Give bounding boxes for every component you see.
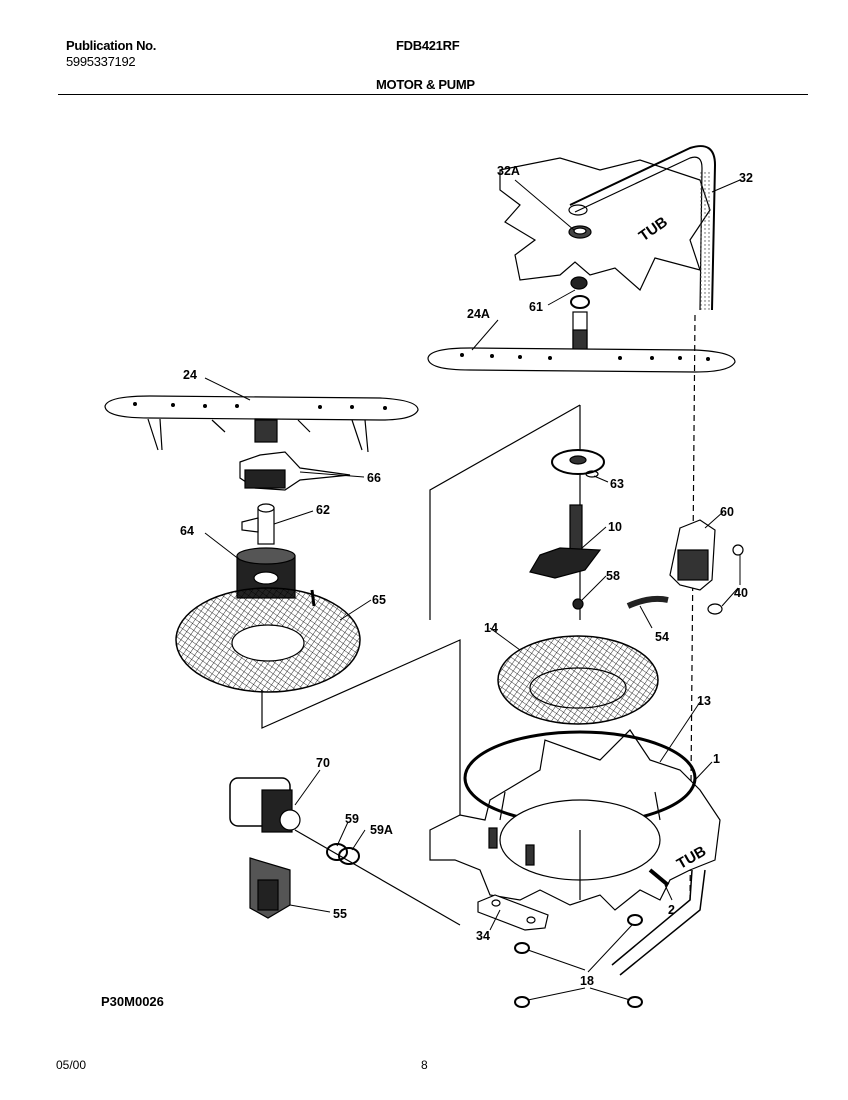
o-ring [326, 843, 348, 861]
callout-65: 65 [372, 593, 386, 607]
callout-10: 10 [608, 520, 622, 534]
callout-63: 63 [610, 477, 624, 491]
callout-34: 34 [476, 929, 490, 943]
callout-13: 13 [697, 694, 711, 708]
callout-14: 14 [484, 621, 498, 635]
callout-66: 66 [367, 471, 381, 485]
pump-body [569, 504, 583, 556]
inlet-hose [626, 595, 669, 609]
callout-18: 18 [580, 974, 594, 988]
publication-number-label: Publication No. [66, 38, 157, 53]
callout-24a: 24A [467, 307, 490, 321]
check-ball [572, 598, 584, 610]
callout-32a: 32A [497, 164, 520, 178]
footer-date: 05/00 [56, 1058, 87, 1072]
callout-70: 70 [316, 756, 330, 770]
mounting-screw [648, 868, 670, 887]
drawing-id: P30M0026 [101, 994, 164, 1009]
callout-60: 60 [720, 505, 734, 519]
header-rule [58, 94, 808, 95]
bearing [570, 276, 588, 290]
supply-tube [569, 145, 717, 311]
callout-59a: 59A [370, 823, 393, 837]
page-number: 8 [421, 1058, 428, 1072]
callout-40: 40 [734, 586, 748, 600]
callout-62: 62 [316, 503, 330, 517]
callout-61: 61 [529, 300, 543, 314]
upper-spray-arm [427, 347, 736, 373]
callout-1: 1 [713, 752, 720, 766]
model-number: FDB421RF [396, 38, 460, 53]
callout-32: 32 [739, 171, 753, 185]
upper-tub-fragment [499, 157, 711, 291]
coarse-filter [497, 635, 659, 725]
callout-2: 2 [668, 903, 675, 917]
section-title: MOTOR & PUMP [376, 77, 475, 92]
motor-bracket [477, 894, 549, 931]
callout-55: 55 [333, 907, 347, 921]
lower-spray-arm [104, 395, 419, 421]
callout-54: 54 [655, 630, 669, 644]
pump-shaft [257, 507, 275, 545]
callout-24: 24 [183, 368, 197, 382]
publication-number: 5995337192 [66, 54, 136, 69]
callout-64: 64 [180, 524, 194, 538]
callout-58: 58 [606, 569, 620, 583]
callout-59: 59 [345, 812, 359, 826]
